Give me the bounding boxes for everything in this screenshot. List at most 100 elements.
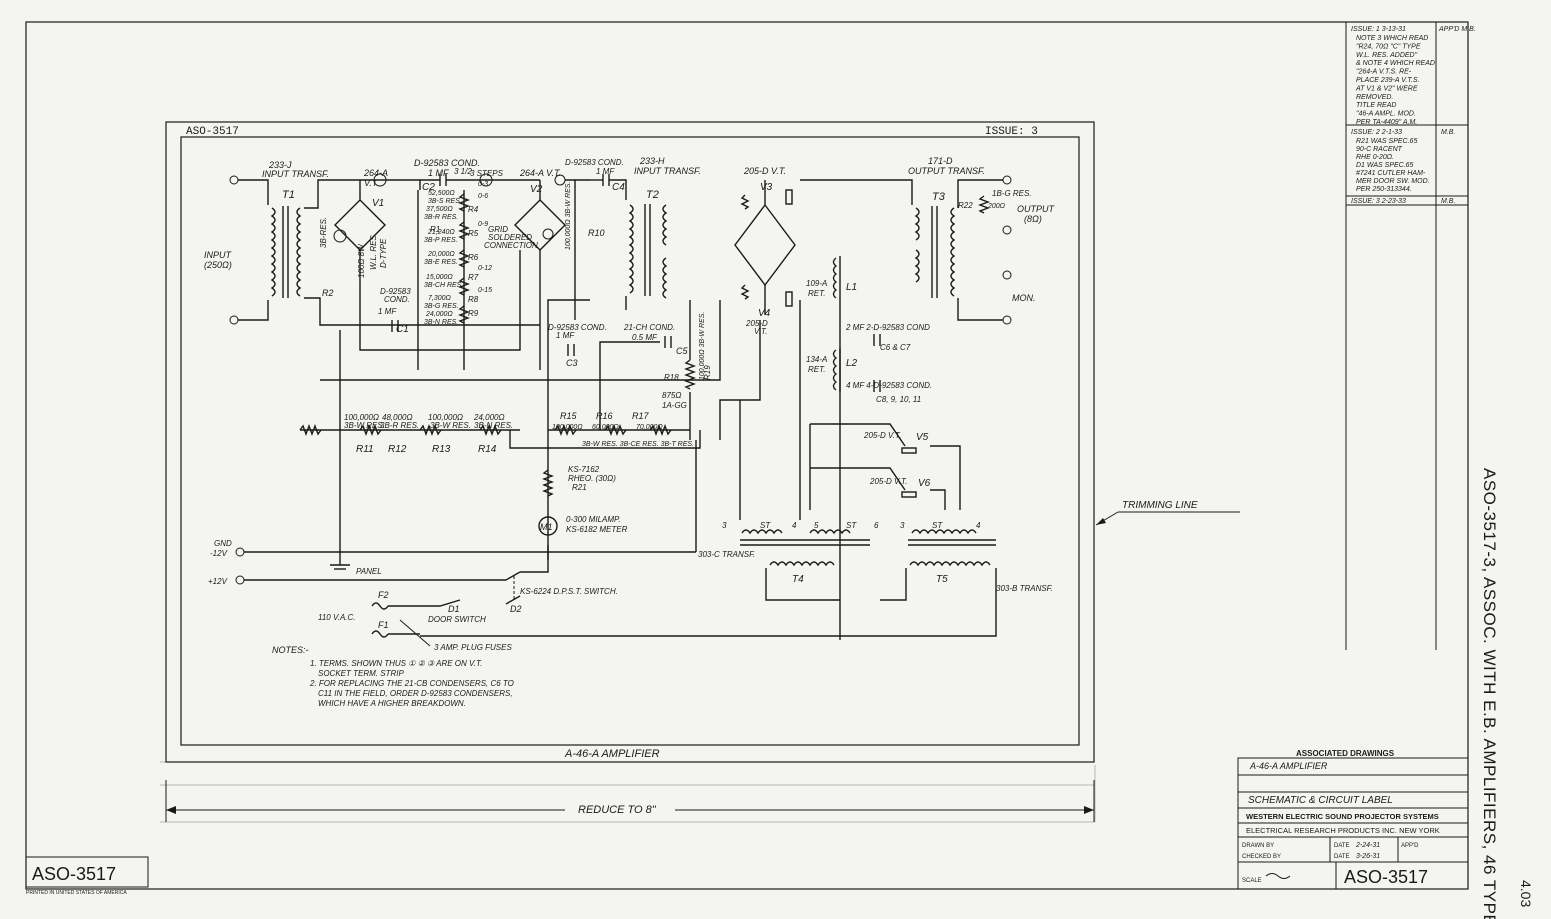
stamp-box — [25, 856, 149, 888]
r19-ref: R19 — [703, 365, 712, 380]
r13-ref: R13 — [432, 444, 451, 455]
ac-label: 110 V.A.C. — [318, 613, 356, 622]
res-stack-12: 3B-G RES. — [424, 303, 459, 310]
v5-model: 205-D V.T. — [863, 431, 901, 440]
meter-m1 — [538, 516, 558, 536]
tube-v1 — [334, 180, 386, 290]
r12-type: 3B-R RES. — [380, 421, 419, 430]
t3-title: OUTPUT TRANSF. — [908, 166, 985, 176]
c2-ref: C2 — [422, 182, 435, 193]
t1-model: 233-J — [268, 160, 292, 170]
r7-ref: R7 — [468, 273, 479, 282]
rev1-note-line: PLACE 239-A V.T.S. — [1356, 77, 1420, 84]
input-label: INPUT — [204, 250, 233, 260]
issue-label-top: ISSUE: 3 — [985, 126, 1038, 138]
st-5: ST — [846, 521, 857, 530]
r8-ref: R8 — [468, 295, 479, 304]
rev2-note-line: D1 WAS SPEC.65 — [1356, 162, 1414, 169]
tube-v3-v4 — [734, 180, 796, 315]
t3-model: 171-D — [928, 156, 953, 166]
tube-v2 — [514, 180, 566, 370]
t5-ref: T5 — [936, 574, 948, 585]
st-1: 3 — [722, 521, 727, 530]
drawn-by-label: DRAWN BY — [1242, 843, 1274, 849]
rev2-appd: M.B. — [1441, 129, 1455, 136]
transformer-t1 — [270, 206, 302, 298]
r22-type: 1B-G RES. — [992, 189, 1032, 198]
rev3-issue: ISSUE: 3 2-23-33 — [1351, 198, 1406, 205]
checked-date-label: DATE — [1334, 854, 1350, 860]
res-stack-11: 7,300Ω — [428, 295, 452, 302]
rev2-note-line: 90-C RACENT — [1356, 146, 1403, 153]
rev2-issue: ISSUE: 2 2-1-33 — [1351, 129, 1402, 136]
l2-model: 134-A — [806, 355, 827, 364]
plus12-label: +12V — [208, 577, 228, 586]
c3-ref: C3 — [566, 358, 578, 368]
schematic: 233-J INPUT TRANSF. T1 INPUT (250Ω) 264-… — [204, 156, 1056, 708]
t2-ref: T2 — [646, 189, 659, 201]
c6-ref: C6 & C7 — [880, 343, 911, 352]
title-block — [1237, 757, 1469, 890]
page-reference: 4.03 — [1518, 880, 1534, 907]
l1-ref: L1 — [846, 282, 857, 293]
r14-value: 24,000Ω — [473, 413, 505, 422]
note-1: 1. TERMS. SHOWN THUS ① ② ③ ARE ON V.T. — [310, 659, 482, 668]
fuse-f2: F2 — [378, 590, 389, 600]
r4-ref: R4 — [468, 205, 479, 214]
drawn-date-label: DATE — [1334, 843, 1350, 849]
title-block-number: ASO-3517 — [1344, 867, 1428, 887]
mon-terminal — [1002, 270, 1012, 280]
c5-model: 21-CH COND. — [623, 323, 675, 332]
schematic-inner-frame — [180, 136, 1080, 746]
c3-value: 1 MF — [556, 331, 575, 340]
output-terminal-mid — [1002, 225, 1012, 235]
mon-label: MON. — [1012, 293, 1036, 303]
r15-value: 100,000Ω — [552, 424, 583, 431]
associated-drawings: ASSOCIATED DRAWINGS — [1296, 749, 1395, 758]
rev1-note-line: PER TA-4409" A.M. — [1356, 119, 1417, 126]
r19-label: 100,000Ω 3B-W RES. — [699, 312, 706, 380]
r18-value: 875Ω — [662, 391, 681, 400]
panel-label: PANEL — [356, 567, 382, 576]
rev1-note-line: REMOVED. — [1356, 94, 1393, 101]
input-terminal-bottom — [229, 315, 239, 325]
v6-model: 205-D V.T. — [869, 477, 907, 486]
r3-label: 100Ω 8W — [357, 243, 366, 278]
checked-date: 3-26-31 — [1356, 853, 1380, 860]
rev1-note-line: NOTE 3 WHICH READ — [1356, 35, 1428, 42]
t3-ref: T3 — [932, 191, 946, 203]
company-name: WESTERN ELECTRIC SOUND PROJECTOR SYSTEMS — [1246, 812, 1439, 821]
r11-value: 100,000Ω — [344, 413, 379, 422]
output-label: OUTPUT — [1017, 204, 1056, 214]
rheo-value: RHEO. (30Ω) — [568, 474, 616, 483]
transformer-t3 — [914, 206, 956, 298]
t1-title: INPUT TRANSF. — [262, 169, 329, 179]
plus12-terminal — [235, 575, 245, 585]
r5-ref: R5 — [468, 229, 479, 238]
transformer-t5 — [908, 529, 996, 567]
r10-label: 100,000Ω 3B-W RES. — [565, 182, 572, 250]
drawn-date: 2-24-31 — [1355, 842, 1380, 849]
r1-ref: R1 — [430, 225, 440, 234]
r12-ref: R12 — [388, 444, 407, 455]
door-switch-label: DOOR SWITCH — [428, 615, 486, 624]
r15-ref: R15 — [560, 411, 578, 421]
res-stack-4: 3B-R RES. — [424, 214, 458, 221]
step-7: 0-15 — [478, 287, 492, 294]
r18-type: 1A-GG — [662, 401, 687, 410]
c8-cond: 4 MF 4-D-92583 COND. — [846, 381, 932, 390]
c4-ref: C4 — [612, 182, 625, 193]
r14-type: 3B-N RES. — [474, 421, 513, 430]
note-2: 2. FOR REPLACING THE 21-CB CONDENSERS, C… — [309, 679, 514, 688]
note-2c: WHICH HAVE A HIGHER BREAKDOWN. — [318, 699, 466, 708]
v3-model: 205-D V.T. — [743, 166, 786, 176]
r6-ref: R6 — [468, 253, 479, 262]
c6-cond: 2 MF 2-D-92583 COND — [845, 323, 930, 332]
c2-cond-value: 1 MF — [428, 168, 449, 178]
sheet-border — [25, 21, 1469, 890]
scale-label: SCALE — [1242, 878, 1262, 884]
r10-ref: R10 — [588, 228, 605, 238]
c2-cond-model: D-92583 COND. — [414, 158, 480, 168]
res-stack-9: 15,000Ω — [426, 274, 453, 281]
meter-model: KS-6182 METER — [566, 525, 628, 534]
